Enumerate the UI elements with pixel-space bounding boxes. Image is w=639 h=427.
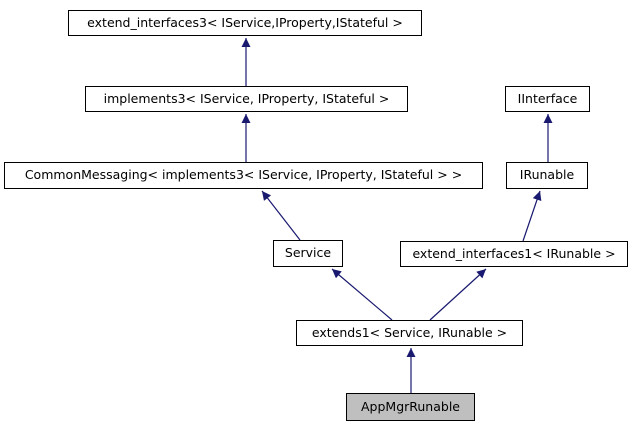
class-node-extend-interfaces1[interactable]: extend_interfaces1< IRunable > bbox=[400, 241, 628, 267]
class-node-iinterface[interactable]: IInterface bbox=[505, 86, 590, 112]
class-node-commonmessaging[interactable]: CommonMessaging< implements3< IService, … bbox=[4, 162, 483, 189]
inheritance-arrow-extends1-to-extend-interfaces1 bbox=[429, 268, 487, 321]
class-node-label: IInterface bbox=[517, 90, 578, 106]
class-node-label: extend_interfaces1< IRunable > bbox=[412, 245, 616, 261]
class-node-label: IRunable bbox=[519, 167, 575, 183]
class-node-label: implements3< IService, IProperty, IState… bbox=[103, 90, 390, 106]
class-node-extends1[interactable]: extends1< Service, IRunable > bbox=[296, 320, 523, 346]
class-node-irunable[interactable]: IRunable bbox=[506, 162, 588, 189]
class-node-label: extend_interfaces3< IService,IProperty,I… bbox=[87, 14, 403, 30]
class-node-appmgrrunable-current: AppMgrRunable bbox=[346, 393, 475, 421]
inheritance-arrow-service-to-commonmessaging bbox=[261, 190, 301, 241]
class-node-label: Service bbox=[284, 245, 332, 261]
class-node-label: extends1< Service, IRunable > bbox=[311, 324, 508, 340]
class-node-label: CommonMessaging< implements3< IService, … bbox=[24, 167, 463, 183]
class-node-service[interactable]: Service bbox=[273, 240, 343, 267]
class-node-label: AppMgrRunable bbox=[360, 398, 460, 414]
inheritance-arrow-extends1-to-service bbox=[331, 268, 393, 321]
inheritance-arrow-extend-interfaces1-to-irunable bbox=[522, 190, 542, 242]
class-node-implements3[interactable]: implements3< IService, IProperty, IState… bbox=[85, 86, 408, 112]
class-node-extend-interfaces3[interactable]: extend_interfaces3< IService,IProperty,I… bbox=[68, 10, 422, 36]
